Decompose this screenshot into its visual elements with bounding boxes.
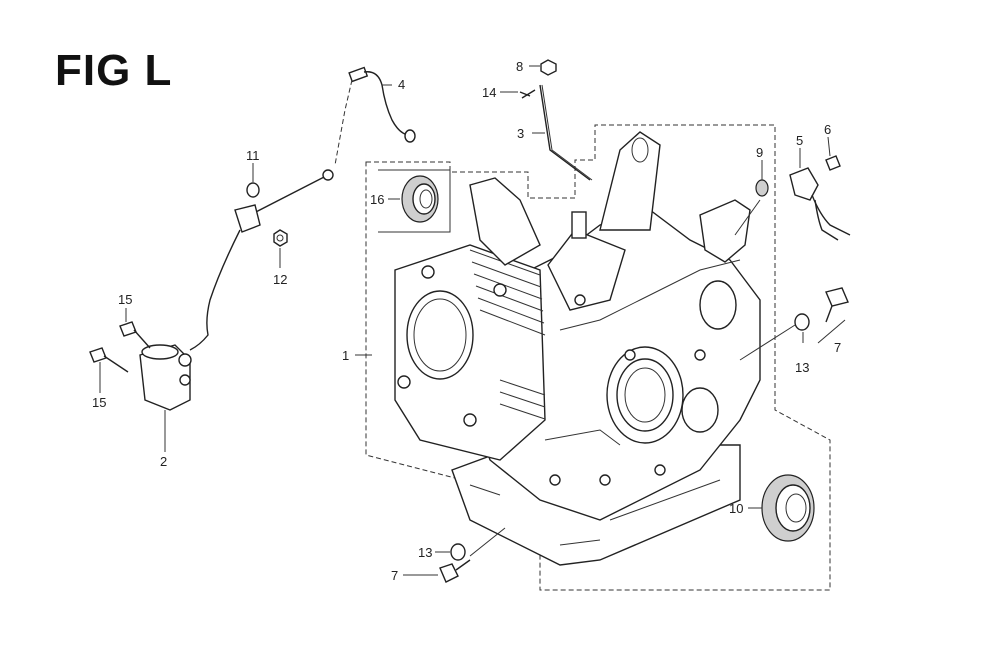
washer-13-lower (450, 543, 466, 561)
callout-8: 8 (516, 59, 523, 74)
callout-15-lower: 15 (92, 395, 106, 410)
figure-title: FIG L (55, 46, 173, 95)
crankcase (394, 131, 761, 566)
callout-16: 16 (370, 192, 384, 207)
callout-12: 12 (273, 272, 287, 287)
oil-level-switch-2 (139, 169, 334, 411)
callout-10: 10 (729, 501, 743, 516)
washer-9 (755, 179, 769, 197)
oil-seal-10 (761, 474, 815, 542)
callout-11: 11 (246, 148, 260, 163)
callout-7-lower: 7 (391, 568, 398, 583)
bolt-15-upper (119, 321, 137, 337)
nut-12 (273, 229, 288, 247)
clip-14 (519, 89, 536, 99)
leader-lines (99, 65, 846, 576)
callout-1: 1 (342, 348, 349, 363)
oil-level-wire-4 (334, 66, 416, 166)
callout-4: 4 (398, 77, 405, 92)
callout-9: 9 (756, 145, 763, 160)
nut-8 (540, 59, 557, 76)
bolt-7-lower (439, 563, 459, 583)
assembly-boundary (365, 124, 831, 591)
callout-labels: 1 2 3 4 5 6 7 7 8 9 10 11 12 13 13 14 15… (92, 59, 841, 583)
callout-13-right: 13 (795, 360, 809, 375)
washer-13-right (794, 313, 810, 331)
callout-5: 5 (796, 133, 803, 148)
bolt-7-right (825, 287, 849, 307)
oil-seal-16 (401, 175, 439, 223)
callout-15-upper: 15 (118, 292, 132, 307)
callout-7-right: 7 (834, 340, 841, 355)
bracket-5 (789, 167, 851, 241)
bolt-15-lower (89, 347, 107, 363)
callout-13-lower: 13 (418, 545, 432, 560)
breather-tube-3 (539, 84, 591, 181)
callout-6: 6 (824, 122, 831, 137)
callout-3: 3 (517, 126, 524, 141)
callout-2: 2 (160, 454, 167, 469)
oil-seal-inset-box (378, 169, 451, 233)
bolt-6 (825, 155, 841, 171)
callout-14: 14 (482, 85, 496, 100)
washer-11 (246, 182, 260, 198)
